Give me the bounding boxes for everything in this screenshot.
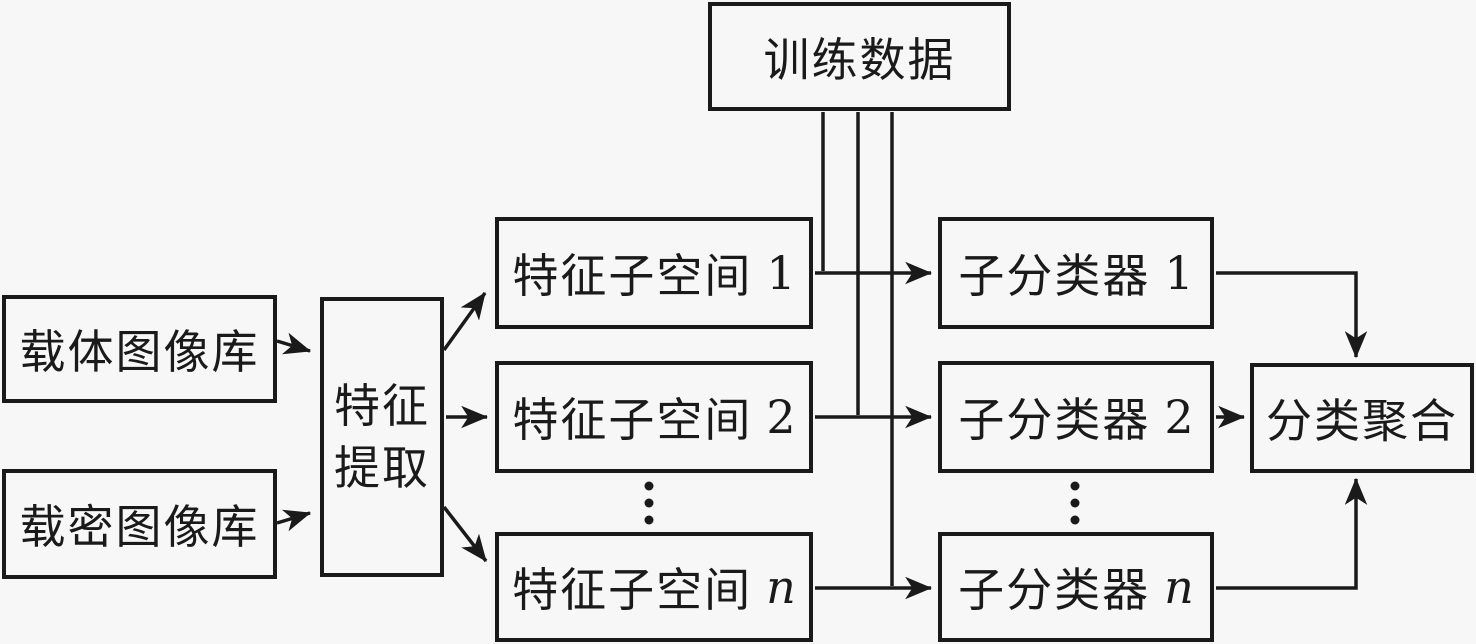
- node-index: 1: [766, 246, 796, 300]
- node-index: 2: [766, 390, 796, 444]
- node-index: 2: [1164, 390, 1194, 444]
- node-stego-image-library: 载密图像库: [2, 469, 277, 579]
- node-label: 载密图像库: [19, 500, 260, 554]
- node-cover-image-library: 载体图像库: [2, 295, 277, 403]
- node-feature-subspace-1: 特征子空间 1: [495, 217, 813, 329]
- node-sub-classifier-1: 子分类器 1: [938, 217, 1214, 329]
- vertical-ellipsis-icon: [644, 481, 654, 525]
- edge-classifier-1-to-aggregation: [1216, 271, 1368, 359]
- node-sub-classifier-n: 子分类器 n: [938, 532, 1214, 642]
- node-feature-subspace-2: 特征子空间 2: [495, 361, 813, 473]
- edge-extraction-to-subspace-1: [442, 291, 487, 352]
- node-sub-classifier-2: 子分类器 2: [938, 361, 1214, 473]
- edge-cover-to-extraction: [276, 332, 312, 355]
- node-label: 子分类器: [958, 563, 1151, 617]
- node-label-line1: 特征: [334, 378, 430, 433]
- node-label: 载体图像库: [19, 325, 260, 379]
- node-label: 特征子空间: [512, 393, 753, 447]
- node-label: 子分类器: [958, 249, 1151, 303]
- edge-extraction-to-subspace-n: [442, 505, 488, 563]
- node-label: 分类聚合: [1266, 394, 1458, 448]
- node-feature-extraction: 特征 提取: [320, 297, 444, 577]
- node-index: n: [1164, 560, 1194, 614]
- node-label: 特征子空间: [512, 563, 753, 617]
- node-index: n: [766, 560, 796, 614]
- edge-classifier-n-to-aggregation: [1216, 477, 1368, 590]
- node-label-line2: 提取: [334, 441, 430, 495]
- vertical-ellipsis-icon: [1070, 481, 1080, 525]
- node-label: 特征子空间: [512, 249, 753, 303]
- node-label: 训练数据: [763, 32, 956, 87]
- node-label: 子分类器: [958, 393, 1151, 447]
- node-training-data: 训练数据: [708, 2, 1011, 111]
- edge-stego-to-extraction: [276, 509, 312, 532]
- node-feature-subspace-n: 特征子空间 n: [495, 532, 813, 642]
- node-index: 1: [1164, 246, 1194, 300]
- node-classification-aggregation: 分类聚合: [1250, 363, 1474, 473]
